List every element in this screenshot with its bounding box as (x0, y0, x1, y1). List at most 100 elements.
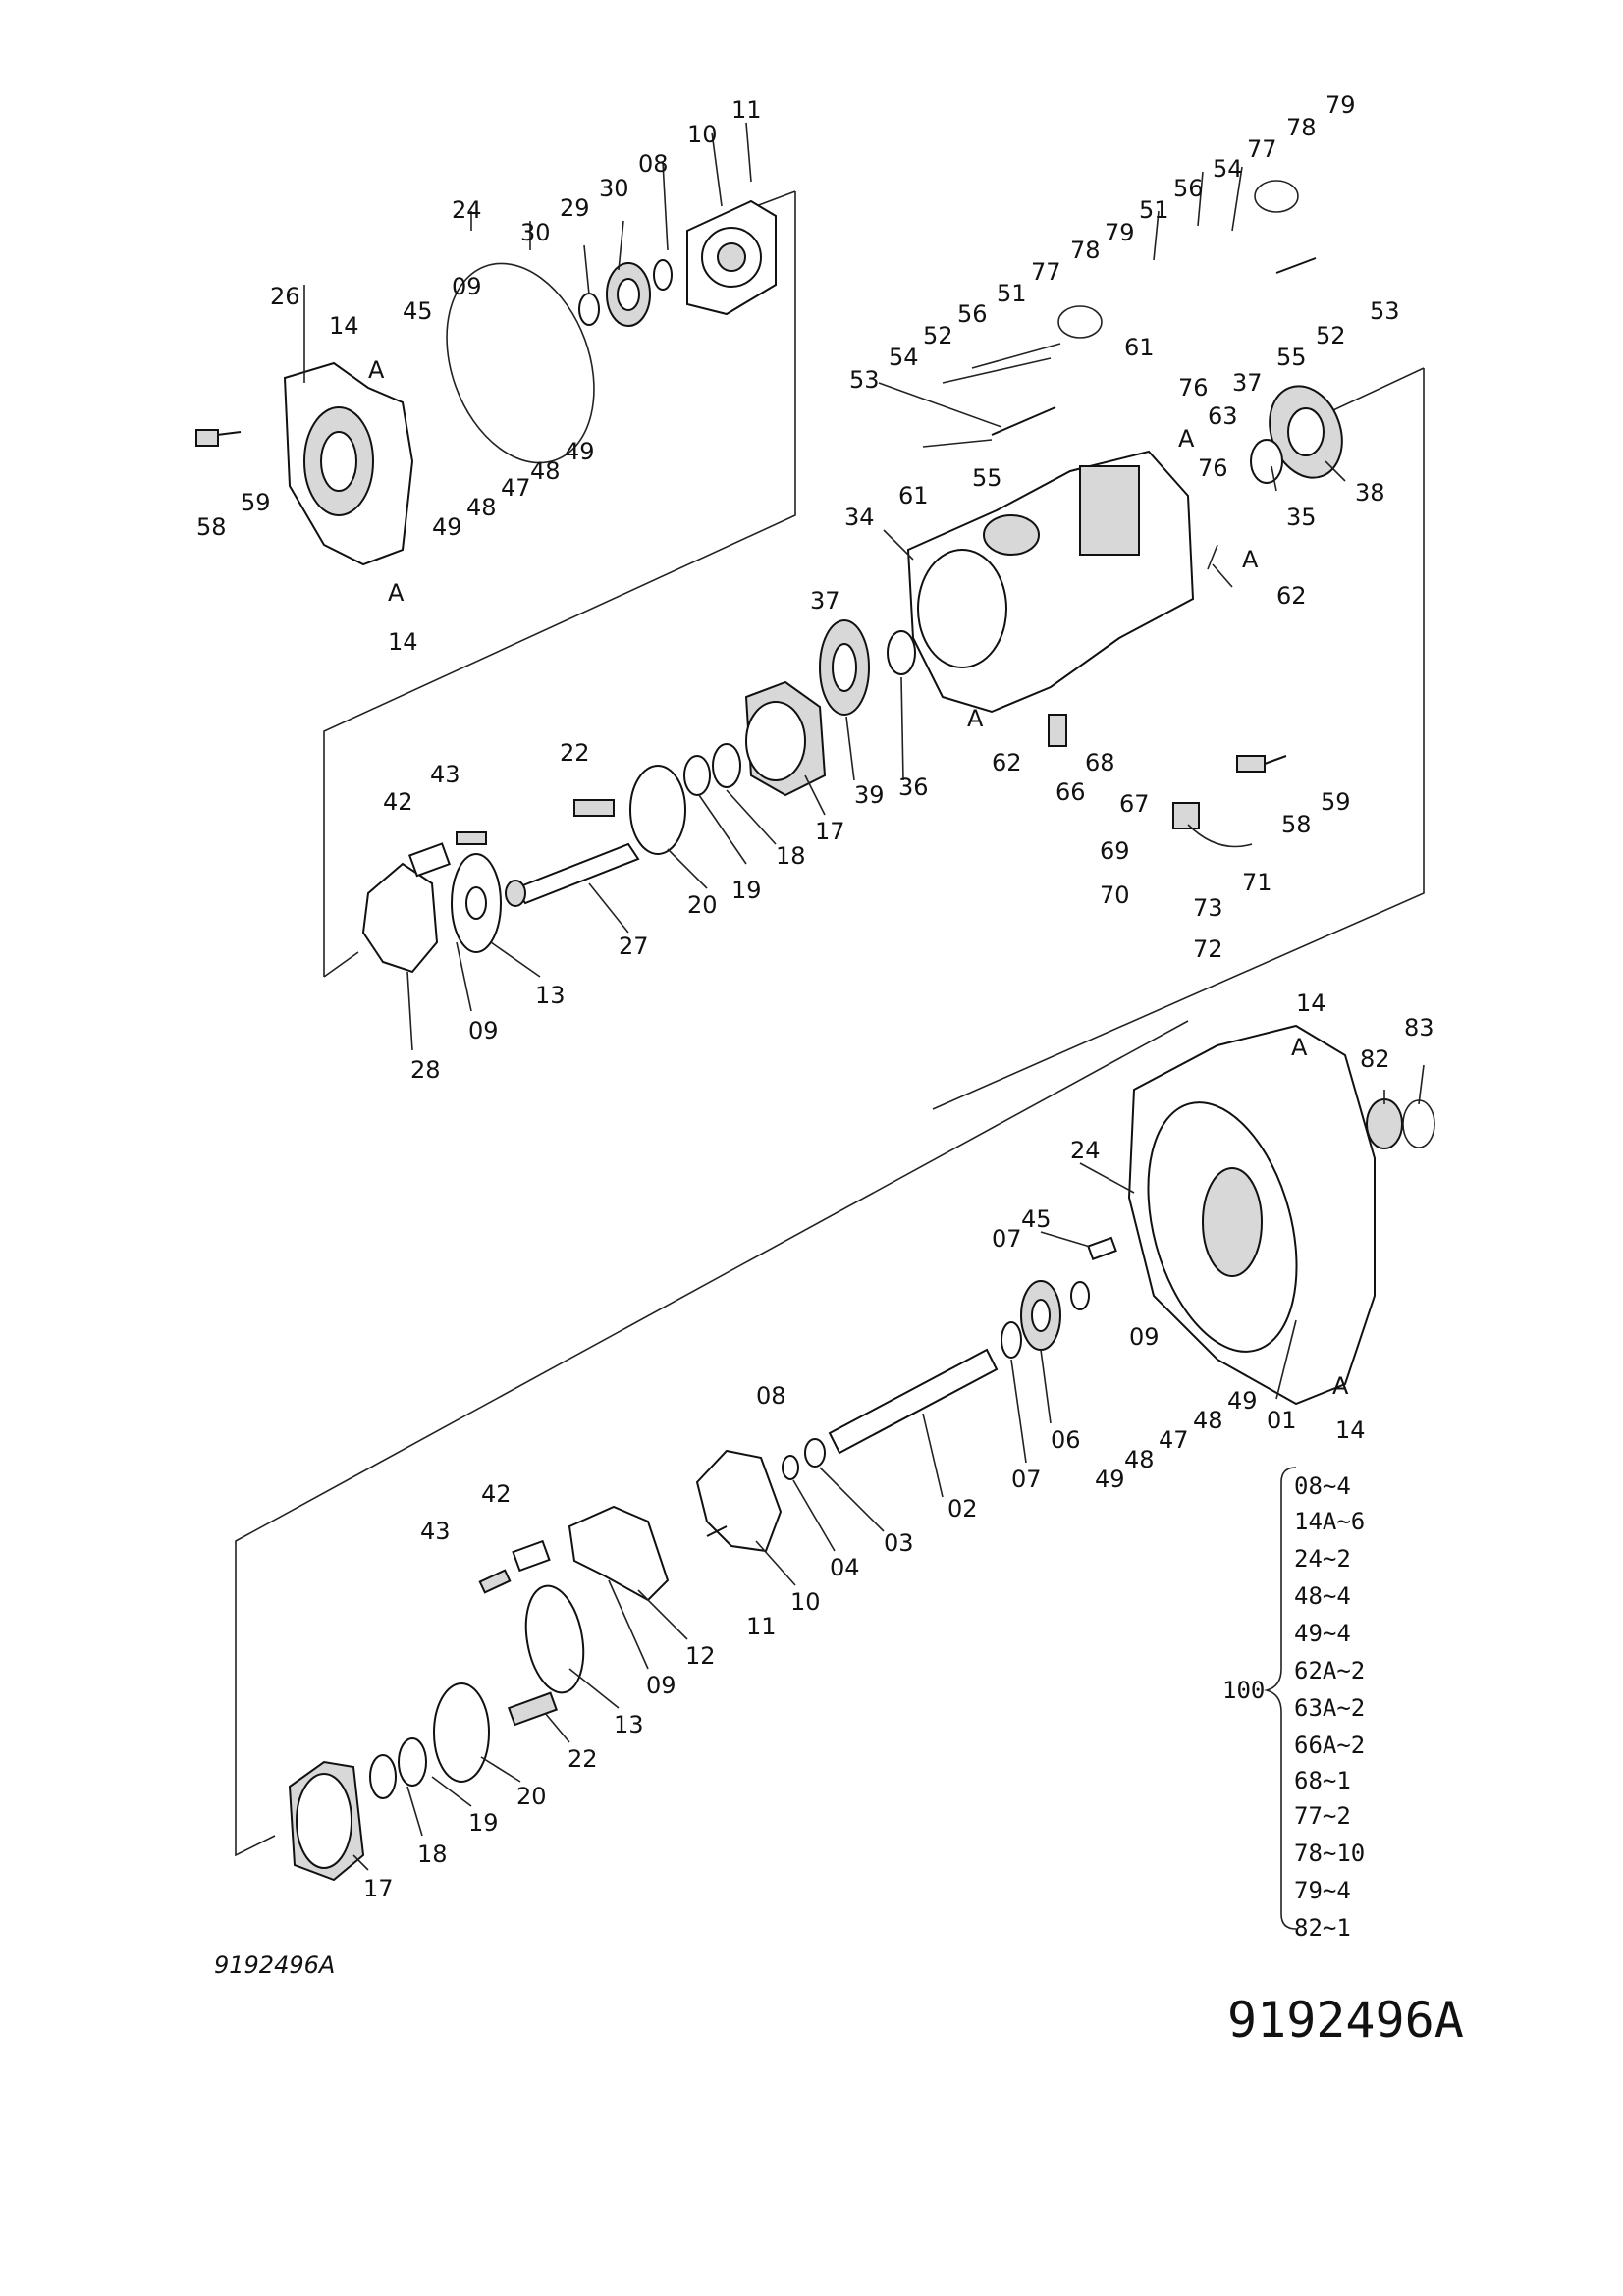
part-label: A (388, 579, 405, 607)
leader-lines (303, 122, 1425, 1871)
part-label: 30 (599, 175, 629, 202)
part-label: 17 (363, 1875, 394, 1902)
part-label: 20 (687, 891, 718, 919)
cover-plate-part (695, 1449, 783, 1553)
kit-item: 79~4 (1294, 1877, 1351, 1904)
lower-assembly-frame (235, 1020, 1189, 1857)
kit-item: 77~2 (1294, 1802, 1351, 1830)
swash-plate-part (568, 1505, 670, 1602)
part-label: 13 (535, 982, 566, 1009)
part-label: 70 (1100, 881, 1130, 909)
part-label: 13 (614, 1711, 644, 1738)
kit-item: 78~10 (1294, 1840, 1365, 1867)
part-label: 36 (898, 774, 929, 801)
upper-assembly-parts (195, 180, 1343, 974)
part-label: 06 (1051, 1426, 1081, 1454)
part-label: 53 (1370, 297, 1400, 325)
part-label: 79 (1325, 91, 1356, 119)
part-label: 01 (1267, 1407, 1297, 1434)
main-shaft-part (828, 1348, 999, 1455)
part-label: A (1178, 425, 1195, 453)
kit-item: 68~1 (1294, 1767, 1351, 1794)
part-label: 54 (889, 344, 919, 371)
part-label: 37 (1232, 369, 1263, 397)
part-label: 58 (196, 513, 227, 541)
lower-part-labels: 14 A 83 82 24 45 07 09 01 A 14 49 48 47 … (363, 989, 1434, 1902)
part-label: 43 (430, 761, 460, 788)
part-label: 34 (844, 504, 875, 531)
part-label: 43 (420, 1518, 451, 1545)
part-label: 24 (452, 196, 482, 224)
part-label: 59 (1321, 788, 1351, 816)
part-label: 67 (1119, 790, 1150, 818)
part-label: 72 (1193, 935, 1223, 963)
part-label: 56 (1173, 175, 1204, 202)
part-label: 08 (756, 1382, 786, 1410)
shaft-part (514, 842, 640, 905)
kit-item: 62A~2 (1294, 1657, 1365, 1684)
part-label: 49 (565, 438, 595, 465)
part-label: 10 (790, 1588, 821, 1616)
part-label: 22 (568, 1745, 598, 1773)
part-label: 55 (1276, 344, 1307, 371)
part-label: 54 (1213, 155, 1243, 183)
part-label: A (1291, 1034, 1308, 1061)
part-label: 30 (520, 219, 551, 246)
kit-item: 66A~2 (1294, 1732, 1365, 1759)
gasket-part (446, 262, 595, 464)
disk-part (524, 1584, 585, 1694)
part-label: 76 (1178, 374, 1209, 401)
part-label: 82 (1360, 1045, 1390, 1073)
part-label: 79 (1105, 219, 1135, 246)
part-label: 09 (468, 1017, 499, 1044)
part-label: 52 (923, 322, 953, 349)
part-label: 83 (1404, 1014, 1434, 1041)
part-label: 55 (972, 464, 1002, 492)
part-label: A (1332, 1372, 1349, 1400)
part-label: 19 (468, 1809, 499, 1837)
part-label: 26 (270, 283, 300, 310)
part-label: 51 (1139, 196, 1169, 224)
kit-list: 100 08~4 14A~6 24~2 48~4 49~4 62A~2 63A~… (1222, 1467, 1365, 1942)
part-label: 28 (410, 1056, 441, 1084)
part-label: 38 (1355, 479, 1385, 507)
part-label: A (967, 705, 984, 732)
part-label: 35 (1286, 504, 1317, 531)
part-label: 66 (1055, 778, 1086, 806)
part-label: 10 (687, 121, 718, 148)
part-label: 48 (1193, 1407, 1223, 1434)
part-label: 39 (854, 781, 885, 809)
part-label: 27 (619, 933, 649, 960)
part-label: 48 (466, 494, 497, 521)
valve-plate-part (433, 1682, 490, 1783)
part-label: 24 (1070, 1137, 1101, 1164)
kit-item: 63A~2 (1294, 1694, 1365, 1722)
part-label: 47 (501, 474, 531, 502)
part-label: 49 (1227, 1387, 1258, 1415)
part-label: 42 (383, 788, 413, 816)
part-label: 09 (452, 273, 482, 300)
part-label: 47 (1159, 1426, 1189, 1454)
part-label: 19 (731, 877, 762, 904)
part-label: 14 (388, 628, 418, 656)
part-label: A (1242, 546, 1259, 573)
kit-item: 14A~6 (1294, 1508, 1365, 1535)
part-label: 71 (1242, 869, 1272, 896)
part-label: 29 (560, 194, 590, 222)
part-label: 59 (241, 489, 271, 516)
part-label: 62 (1276, 582, 1307, 610)
part-label: 77 (1247, 135, 1277, 163)
part-label: 56 (957, 300, 988, 328)
part-label: 78 (1286, 114, 1317, 141)
part-label: 58 (1281, 811, 1312, 838)
part-label: 77 (1031, 258, 1061, 286)
part-label: 63 (1208, 402, 1238, 430)
part-label: 12 (685, 1642, 716, 1670)
part-label: 37 (810, 587, 840, 614)
drawing-number: 9192496A (1227, 1992, 1464, 2049)
part-label: 07 (1011, 1466, 1042, 1493)
swash-plate-part (361, 862, 439, 974)
part-label: 18 (417, 1841, 448, 1868)
part-label: 68 (1085, 749, 1115, 776)
